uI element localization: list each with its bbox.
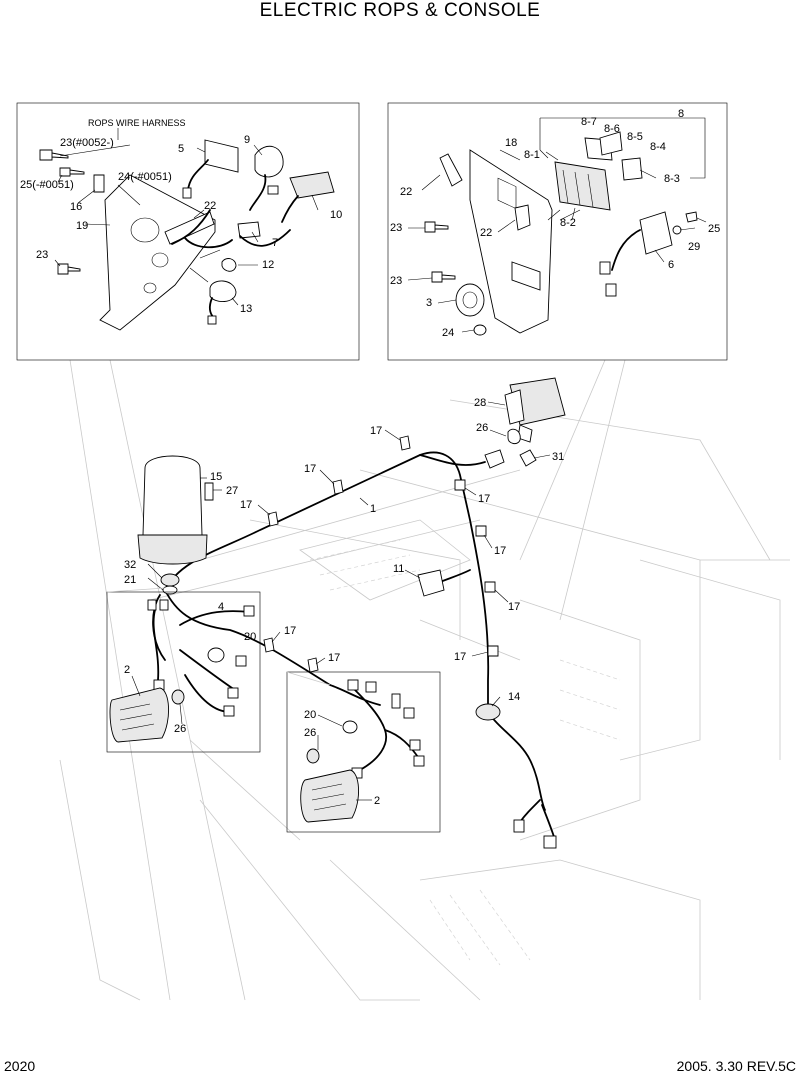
label-17-a: 17 bbox=[370, 425, 382, 437]
label-17-h: 17 bbox=[284, 625, 296, 637]
label-22: 22 bbox=[204, 200, 216, 212]
part-9-gauge bbox=[254, 145, 284, 178]
part-10-switch bbox=[289, 171, 335, 199]
controller-6 bbox=[639, 211, 673, 255]
label-19: 19 bbox=[76, 220, 88, 232]
bolt-23-top bbox=[39, 149, 69, 161]
label-17-d: 17 bbox=[478, 493, 490, 505]
label-15: 15 bbox=[210, 471, 222, 483]
main-harness: 28 26 31 17 17 17 17 17 17 17 17 17 15 2… bbox=[124, 377, 566, 849]
label-28: 28 bbox=[474, 397, 486, 409]
label-8-1: 8-1 bbox=[524, 149, 540, 161]
label-17-i: 17 bbox=[328, 652, 340, 664]
label-7: 7 bbox=[272, 237, 278, 249]
label-4: 4 bbox=[218, 601, 224, 613]
label-17-f: 17 bbox=[508, 601, 520, 613]
label-25: 25 bbox=[708, 223, 720, 235]
part-7-connector bbox=[237, 221, 261, 239]
label-16: 16 bbox=[70, 201, 82, 213]
label-12: 12 bbox=[262, 259, 274, 271]
label-17-g: 17 bbox=[454, 651, 466, 663]
relay-box-8 bbox=[554, 161, 611, 211]
bolt-23-bottom bbox=[57, 263, 81, 275]
footer-page-number: 2020 bbox=[4, 1058, 36, 1074]
rear-lamp-2-left bbox=[109, 687, 169, 743]
label-21: 21 bbox=[124, 574, 136, 586]
label-2-left: 2 bbox=[124, 664, 130, 676]
label-26: 26 bbox=[476, 422, 488, 434]
label-29: 29 bbox=[688, 241, 700, 253]
label-11: 11 bbox=[393, 563, 404, 575]
label-8-5: 8-5 bbox=[627, 131, 643, 143]
rear-lamp-2-right bbox=[300, 769, 359, 823]
label-6: 6 bbox=[668, 259, 674, 271]
bracket-22-left bbox=[439, 153, 463, 187]
grommet-14 bbox=[475, 703, 501, 721]
lamp-inset-left: 4 20 2 26 bbox=[106, 591, 261, 753]
label-9: 9 bbox=[244, 134, 250, 146]
label-27: 27 bbox=[226, 485, 238, 497]
label-8-3: 8-3 bbox=[664, 173, 680, 185]
label-8: 8 bbox=[678, 108, 684, 120]
part-11-switch bbox=[417, 569, 445, 597]
label-14: 14 bbox=[508, 691, 520, 703]
label-23-top: 23 bbox=[390, 222, 402, 234]
label-24: 24 bbox=[442, 327, 454, 339]
label-17-b: 17 bbox=[304, 463, 316, 475]
label-20-a: 20 bbox=[244, 631, 256, 643]
label-8-4: 8-4 bbox=[650, 141, 666, 153]
label-32: 32 bbox=[124, 559, 136, 571]
part-13-horn bbox=[209, 280, 237, 302]
label-22-left: 22 bbox=[400, 186, 412, 198]
footer-revision: 2005. 3.30 REV.5C bbox=[676, 1058, 796, 1074]
label-26-left: 26 bbox=[174, 723, 186, 735]
part-5-connector bbox=[204, 139, 239, 173]
clip-16 bbox=[93, 174, 105, 193]
label-22-right: 22 bbox=[480, 227, 492, 239]
label-17-c: 17 bbox=[240, 499, 252, 511]
bolt-25 bbox=[59, 167, 85, 177]
beacon-15 bbox=[142, 455, 203, 536]
label-3: 3 bbox=[426, 297, 432, 309]
label-24-0051: 24(-#0051) bbox=[118, 171, 172, 183]
page-title: ELECTRIC ROPS & CONSOLE bbox=[259, 0, 541, 21]
part-12-sensor bbox=[221, 258, 237, 272]
label-23: 23 bbox=[36, 249, 48, 261]
label-8-6: 8-6 bbox=[604, 123, 620, 135]
horn-3 bbox=[455, 283, 485, 317]
label-8-2: 8-2 bbox=[560, 217, 576, 229]
label-31: 31 bbox=[552, 451, 564, 463]
rops-wire-harness-inset: ROPS WIRE HARNESS bbox=[16, 102, 360, 361]
label-23-0052: 23(#0052-) bbox=[60, 137, 114, 149]
label-5: 5 bbox=[178, 143, 184, 155]
console-inset: 8 8-7 8-6 8-5 8-4 8-3 8-1 8-2 18 22 22 2… bbox=[387, 102, 728, 361]
label-25-0051: 25(-#0051) bbox=[20, 179, 74, 191]
label-20-b: 20 bbox=[304, 709, 316, 721]
rops-bracket bbox=[99, 174, 216, 331]
label-18: 18 bbox=[505, 137, 517, 149]
label-10: 10 bbox=[330, 209, 342, 221]
machine-ghost-outline bbox=[59, 359, 790, 1001]
label-23-bottom: 23 bbox=[390, 275, 402, 287]
label-17-e: 17 bbox=[494, 545, 506, 557]
label-2-right: 2 bbox=[374, 795, 380, 807]
label-8-7: 8-7 bbox=[581, 116, 597, 128]
label-26-right: 26 bbox=[304, 727, 316, 739]
label-13: 13 bbox=[240, 303, 252, 315]
bracket-22-right bbox=[514, 204, 531, 231]
rops-wire-harness-caption: ROPS WIRE HARNESS bbox=[88, 118, 186, 128]
lamp-inset-right: 20 26 2 bbox=[286, 671, 441, 833]
label-1: 1 bbox=[370, 503, 376, 515]
